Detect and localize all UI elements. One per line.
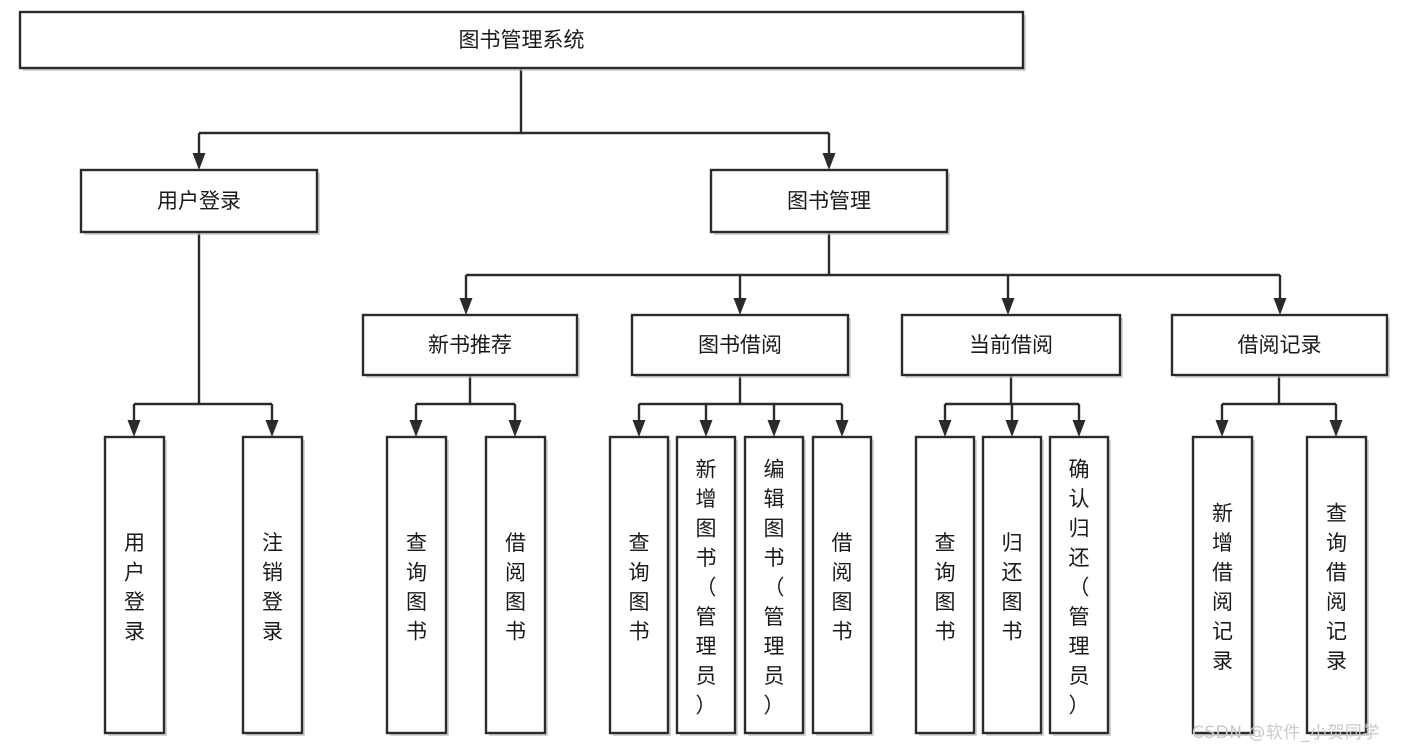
node-box[interactable] [18, 10, 1025, 70]
node-box[interactable] [709, 168, 949, 234]
book-manage-drop-1-arrow-icon [733, 298, 747, 315]
book-borrow-drop-0-arrow-icon [632, 420, 646, 437]
node-box[interactable] [914, 435, 976, 735]
node-box[interactable] [675, 435, 737, 735]
book-manage-drop-3-arrow-icon [1273, 298, 1287, 315]
node-book-manage[interactable]: 图书管理 [709, 168, 950, 235]
current-borrow-drop-1-arrow-icon [1005, 420, 1019, 437]
book-borrow-drop-3-arrow-icon [835, 420, 849, 437]
node-leaf-recommend-borrow[interactable]: 借阅图书 [484, 435, 548, 736]
node-label: 查询图书 [629, 531, 650, 644]
current-borrow-drop-0-arrow-icon [938, 420, 952, 437]
node-label: 查询图书 [406, 531, 427, 644]
node-box[interactable] [1048, 435, 1110, 735]
node-leaf-current-query[interactable]: 查询图书 [914, 435, 977, 736]
node-label: 借阅图书 [832, 531, 853, 644]
node-current-borrow[interactable]: 当前借阅 [900, 313, 1123, 378]
node-leaf-borrow-lend[interactable]: 借阅图书 [811, 435, 874, 736]
node-label: 用户登录 [157, 189, 241, 213]
node-box[interactable] [484, 435, 547, 735]
node-label: 借阅记录 [1238, 333, 1322, 357]
node-label: 注销登录 [262, 531, 283, 644]
node-leaf-record-query[interactable]: 查询借阅记录 [1305, 435, 1369, 736]
user-login-drop-1-arrow-icon [265, 420, 279, 437]
node-leaf-borrow-query[interactable]: 查询图书 [608, 435, 671, 736]
user-login-drop-0-arrow-icon [127, 420, 141, 437]
node-box[interactable] [241, 435, 304, 735]
node-box[interactable] [361, 313, 579, 377]
borrow-record-drop-1-arrow-icon [1329, 420, 1343, 437]
node-label: 图书管理 [787, 189, 871, 213]
book-borrow-drop-1-arrow-icon [699, 420, 713, 437]
node-label: 查询借阅记录 [1326, 502, 1347, 674]
node-user-login[interactable]: 用户登录 [79, 168, 320, 235]
borrow-record-drop-0-arrow-icon [1215, 420, 1229, 437]
node-label: 新书推荐 [428, 333, 512, 357]
node-box[interactable] [79, 168, 319, 234]
book-borrow-drop-2-arrow-icon [767, 420, 781, 437]
node-label: 查询图书 [935, 531, 956, 644]
node-label: 新增借阅记录 [1212, 502, 1233, 674]
node-label: 确认归还（管理员） [1069, 457, 1090, 717]
node-box[interactable] [1170, 313, 1389, 377]
book-manage-drop-0-arrow-icon [459, 298, 473, 315]
node-label: 图书管理系统 [459, 28, 585, 52]
current-borrow-drop-2-arrow-icon [1072, 420, 1086, 437]
node-box[interactable] [608, 435, 670, 735]
node-leaf-current-confirm[interactable]: 确认归还（管理员） [1048, 435, 1111, 736]
node-leaf-record-add[interactable]: 新增借阅记录 [1191, 435, 1255, 736]
node-leaf-borrow-add[interactable]: 新增图书（管理员） [675, 435, 738, 736]
node-label: 用户登录 [124, 531, 145, 644]
root-drop-1-arrow-icon [822, 153, 836, 170]
node-label: 借阅图书 [505, 531, 526, 644]
node-box[interactable] [981, 435, 1043, 735]
node-leaf-current-return[interactable]: 归还图书 [981, 435, 1044, 736]
node-leaf-user-login[interactable]: 用户登录 [103, 435, 167, 736]
root-drop-0-arrow-icon [192, 153, 206, 170]
node-new-book-recommend[interactable]: 新书推荐 [361, 313, 580, 378]
node-root[interactable]: 图书管理系统 [18, 10, 1026, 71]
node-label: 新增图书（管理员） [696, 457, 717, 717]
node-box[interactable] [103, 435, 166, 735]
node-label: 图书借阅 [698, 333, 782, 357]
node-label: 编辑图书（管理员） [764, 457, 785, 717]
node-box[interactable] [385, 435, 448, 735]
node-leaf-user-logout[interactable]: 注销登录 [241, 435, 305, 736]
node-box[interactable] [630, 313, 850, 377]
node-leaf-borrow-edit[interactable]: 编辑图书（管理员） [743, 435, 806, 736]
node-box[interactable] [811, 435, 873, 735]
book-manage-drop-2-arrow-icon [1001, 298, 1015, 315]
node-book-borrow[interactable]: 图书借阅 [630, 313, 851, 378]
new-book-recommend-drop-0-arrow-icon [409, 420, 423, 437]
node-box[interactable] [900, 313, 1122, 377]
node-label: 归还图书 [1002, 531, 1023, 644]
new-book-recommend-drop-1-arrow-icon [508, 420, 522, 437]
node-label: 当前借阅 [969, 333, 1053, 357]
node-box[interactable] [1191, 435, 1254, 735]
node-box[interactable] [743, 435, 805, 735]
node-borrow-record[interactable]: 借阅记录 [1170, 313, 1390, 378]
node-leaf-recommend-query[interactable]: 查询图书 [385, 435, 449, 736]
node-box[interactable] [1305, 435, 1368, 735]
